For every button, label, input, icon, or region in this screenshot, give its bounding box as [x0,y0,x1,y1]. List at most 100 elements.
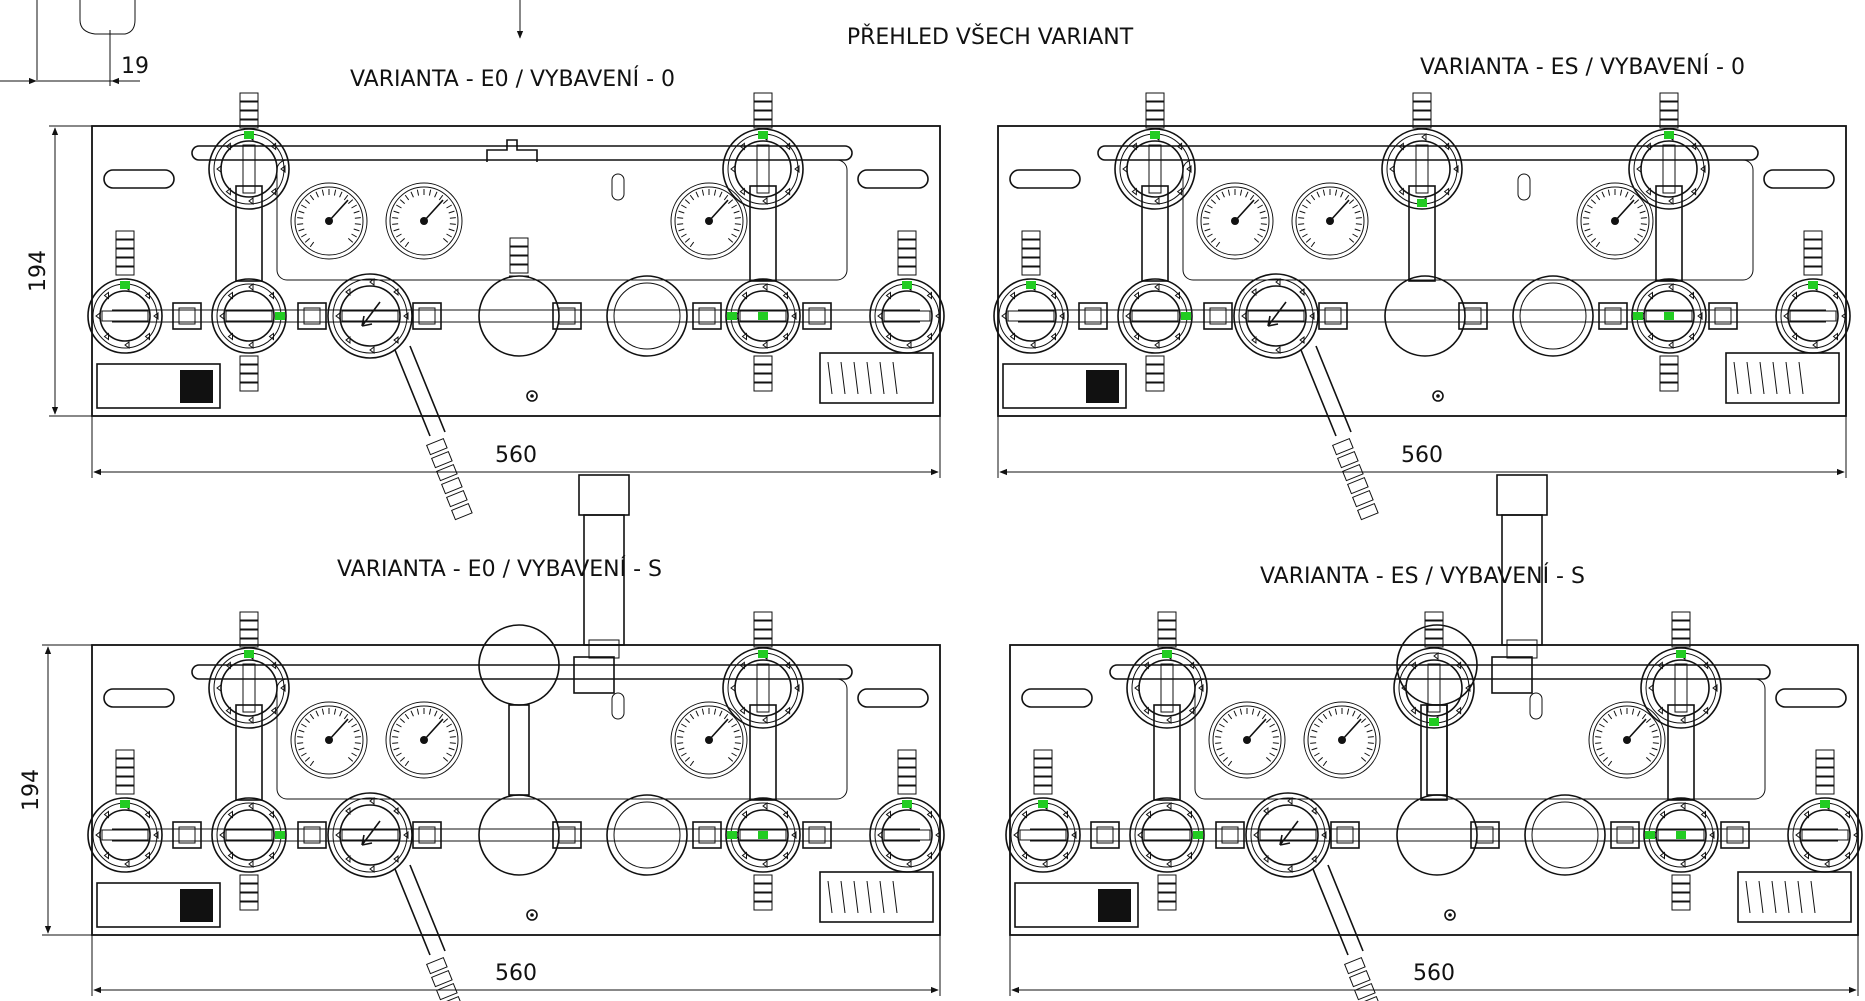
qr-code-icon [180,370,213,403]
panel-drawing [49,92,945,521]
fitting [1157,611,1177,648]
vertical-pipe [749,704,777,801]
screw [1432,390,1444,402]
vertical-pipe [1667,704,1695,801]
top-regulator [722,128,804,210]
arrow-icon [1279,820,1299,846]
pipe-connector [1720,821,1750,849]
variant-title: VARIANTA - E0 / VYBAVENÍ - S [337,556,662,582]
status-indicator [1181,312,1191,320]
pressure-gauge [385,182,463,260]
pipe-connector [1318,302,1348,330]
status-indicator [1633,312,1643,320]
mounting-slot [611,173,625,201]
page-title: PŘEHLED VŠECH VARIANT [847,24,1134,50]
fitting [509,237,529,274]
pipe-connector [1708,302,1738,330]
status-indicator [275,312,285,320]
fitting [1424,611,1444,648]
variant-title: VARIANTA - E0 / VYBAVENÍ - 0 [350,66,675,92]
status-indicator [1150,131,1160,139]
status-indicator [244,650,254,658]
corner-dimension: 19 [121,54,149,79]
qr-code-icon [1086,370,1119,403]
pipe-connector [297,302,327,330]
edge-regulator [993,278,1069,354]
mounting-slot [1009,169,1081,189]
mounting-slot [1529,692,1543,720]
brand-badge [1014,882,1139,928]
fitting [1659,355,1679,392]
vertical-pipe [235,185,263,282]
status-indicator [1429,718,1439,726]
main-valve [1233,273,1319,359]
status-indicator [244,131,254,139]
pipe-connector [412,821,442,849]
pipe-connector [1078,302,1108,330]
fitting [753,611,773,648]
status-indicator [727,831,737,839]
schema-label [1725,352,1840,404]
width-dimension-label: 560 [1401,443,1443,468]
width-dimension-label: 560 [495,961,537,986]
schema-label [819,871,934,923]
mounting-slot [857,169,929,189]
status-indicator [120,281,130,289]
mounting-panel [91,125,941,417]
bottom-regulator [1631,278,1707,354]
pipe-connector [1330,821,1360,849]
pressure-gauge [290,701,368,779]
variant-e0-s: VARIANTA - E0 / VYBAVENÍ - S 194 560 dru… [19,474,945,1001]
fitting [1145,355,1165,392]
pipe-connector [1610,821,1640,849]
panel-drawing [993,92,1851,521]
fitting [115,230,135,276]
status-indicator [1038,800,1048,808]
status-indicator [1026,281,1036,289]
qr-code-icon [180,889,213,922]
brand-badge [96,363,221,409]
pipe-connector [1598,302,1628,330]
fitting [239,92,259,129]
status-indicator [758,650,768,658]
pressure-gauge [1576,182,1654,260]
status-indicator [120,800,130,808]
fitting [239,355,259,392]
pipe-connector [172,302,202,330]
fitting [897,749,917,795]
hanger-hook [486,139,538,162]
status-indicator [1664,131,1674,139]
status-indicator [1664,312,1674,320]
bottom-regulator [211,797,287,873]
pipe-connector [1215,821,1245,849]
top-regulator [1114,128,1196,210]
outlet-hose [1300,345,1379,521]
main-valve [1245,792,1331,878]
screw [526,909,538,921]
top-regulator [1628,128,1710,210]
bottom-regulator [1129,797,1205,873]
status-indicator [1820,800,1830,808]
center-regulator [1381,128,1463,210]
top-rail [191,664,853,680]
pipe-connector [692,821,722,849]
pipe-connector [297,821,327,849]
arrow-icon [361,301,381,327]
mounting-slot [1021,688,1093,708]
vertical-pipe [235,704,263,801]
pipe-connector [692,302,722,330]
panel-drawing [42,474,945,1001]
status-indicator [1193,831,1203,839]
edge-regulator [87,797,163,873]
outlet-hose [394,345,473,521]
fitting [115,749,135,795]
status-indicator [1676,831,1686,839]
status-indicator [758,131,768,139]
edge-regulator [869,278,945,354]
vertical-pipe [1153,704,1181,801]
variant-es-0: VARIANTA - ES / VYBAVENÍ - 0 560 druva [993,54,1851,521]
mounting-slot [611,692,625,720]
fitting [1021,230,1041,276]
center-vessel [1384,275,1466,357]
mounting-slot [1775,688,1847,708]
